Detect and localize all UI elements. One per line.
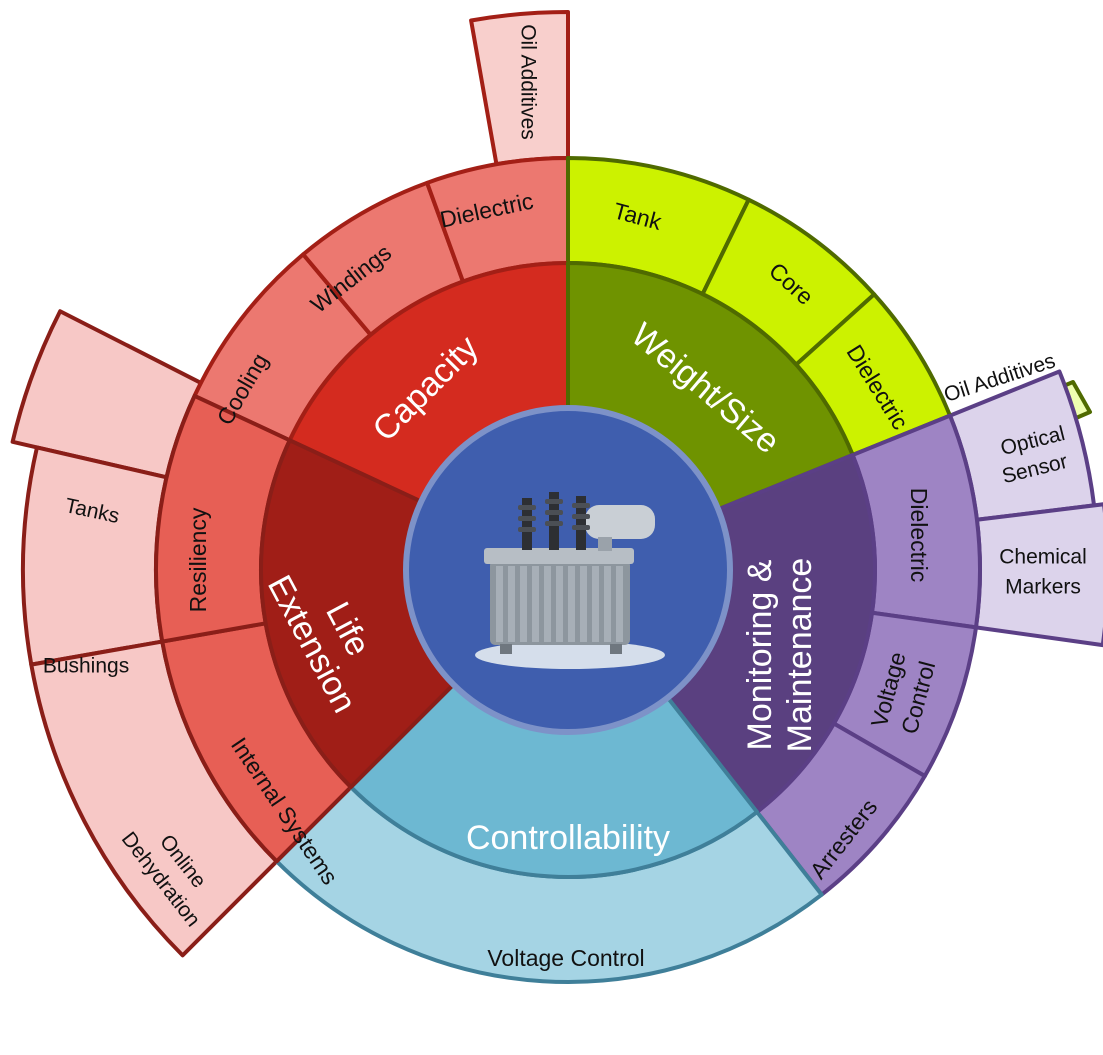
bushings-segment — [21, 445, 169, 667]
sunburst-segments — [10, 10, 1103, 984]
center-hub — [403, 405, 733, 735]
controllability-voltage-control-label: Voltage Control — [487, 945, 644, 971]
resiliency-label: Resiliency — [185, 507, 211, 612]
monitoring-label-line1: Monitoring & — [741, 559, 779, 750]
bushings-label: Bushings — [43, 655, 129, 678]
monitoring-dielectric-label: Dielectric — [906, 488, 932, 583]
controllability-label: Controllability — [466, 819, 670, 857]
chemical-markers-label-line2: Markers — [1005, 576, 1081, 599]
chemical-markers-label-line1: Chemical — [999, 546, 1087, 569]
monitoring-label-line2: Maintenance — [781, 558, 819, 753]
transformer-icon — [475, 492, 665, 669]
capacity-oil-additives-label: Oil Additives — [516, 24, 539, 140]
